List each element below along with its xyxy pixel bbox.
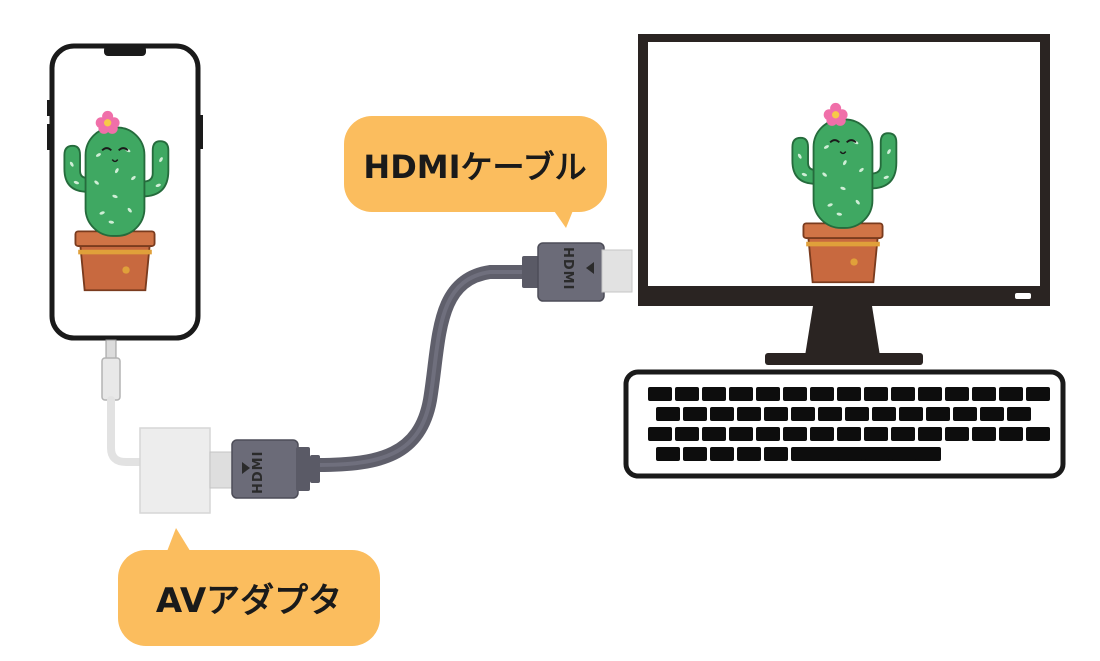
keyboard-key (683, 447, 707, 461)
hdmi-cable-label: HDMIケーブル (363, 148, 586, 186)
monitor-icon (638, 34, 1050, 365)
av-adapter-label: AVアダプタ (156, 581, 342, 621)
keyboard-key (891, 387, 915, 401)
keyboard-key (702, 387, 726, 401)
keyboard-key (1026, 387, 1050, 401)
keyboard-key (899, 407, 923, 421)
keyboard-key (945, 427, 969, 441)
keyboard-key (864, 387, 888, 401)
hdmi-plug-icon-right: HDMI (522, 242, 633, 302)
keyboard-key (980, 407, 1004, 421)
keyboard-key (864, 427, 888, 441)
keyboard-key (675, 387, 699, 401)
keyboard-key (710, 447, 734, 461)
keyboard-key (783, 387, 807, 401)
hdmi-cable-callout: HDMIケーブル (344, 116, 607, 228)
keyboard-key (845, 407, 869, 421)
keyboard-key (999, 427, 1023, 441)
keyboard-key (702, 427, 726, 441)
hdmi-plug-icon-left: HDMI (231, 439, 320, 499)
keyboard-key (999, 387, 1023, 401)
keyboard-key (683, 407, 707, 421)
keyboard-key (838, 447, 862, 461)
keyboard-key (918, 427, 942, 441)
keyboard-key (756, 387, 780, 401)
keyboard-key (1007, 407, 1031, 421)
keyboard-key (926, 407, 950, 421)
keyboard-key (810, 427, 834, 441)
keyboard-key (918, 387, 942, 401)
keyboard-key (764, 447, 788, 461)
keyboard-key (892, 447, 916, 461)
keyboard-key (729, 427, 753, 441)
keyboard-key (710, 407, 734, 421)
keyboard-key (810, 387, 834, 401)
keyboard-icon (623, 369, 1066, 479)
keyboard-key (675, 427, 699, 441)
keyboard-key (837, 427, 861, 441)
keyboard-key (953, 407, 977, 421)
keyboard-key (729, 387, 753, 401)
hdmi-plug-label-right: HDMI (560, 247, 575, 290)
keyboard-key (791, 407, 815, 421)
keyboard-key (972, 427, 996, 441)
keyboard-key (872, 407, 896, 421)
keyboard-key (972, 387, 996, 401)
keyboard-key (756, 427, 780, 441)
lightning-cable (101, 339, 148, 466)
keyboard-key (737, 447, 761, 461)
keyboard-key (648, 387, 672, 401)
av-adapter-callout: AVアダプタ (118, 528, 380, 646)
keyboard-key (1026, 427, 1050, 441)
keyboard-key (945, 387, 969, 401)
keyboard-key (656, 447, 680, 461)
keyboard-key (865, 447, 889, 461)
keyboard-key (764, 407, 788, 421)
av-adapter-icon (139, 427, 235, 514)
keyboard-key (656, 407, 680, 421)
keyboard-key (648, 427, 672, 441)
keyboard-key (837, 387, 861, 401)
keyboard-key (891, 427, 915, 441)
hdmi-cable-line (311, 265, 534, 472)
keyboard-key (737, 407, 761, 421)
keyboard-key (818, 407, 842, 421)
keyboard-key (783, 427, 807, 441)
hdmi-plug-label-left: HDMI (251, 451, 266, 494)
smartphone-icon (47, 43, 203, 341)
